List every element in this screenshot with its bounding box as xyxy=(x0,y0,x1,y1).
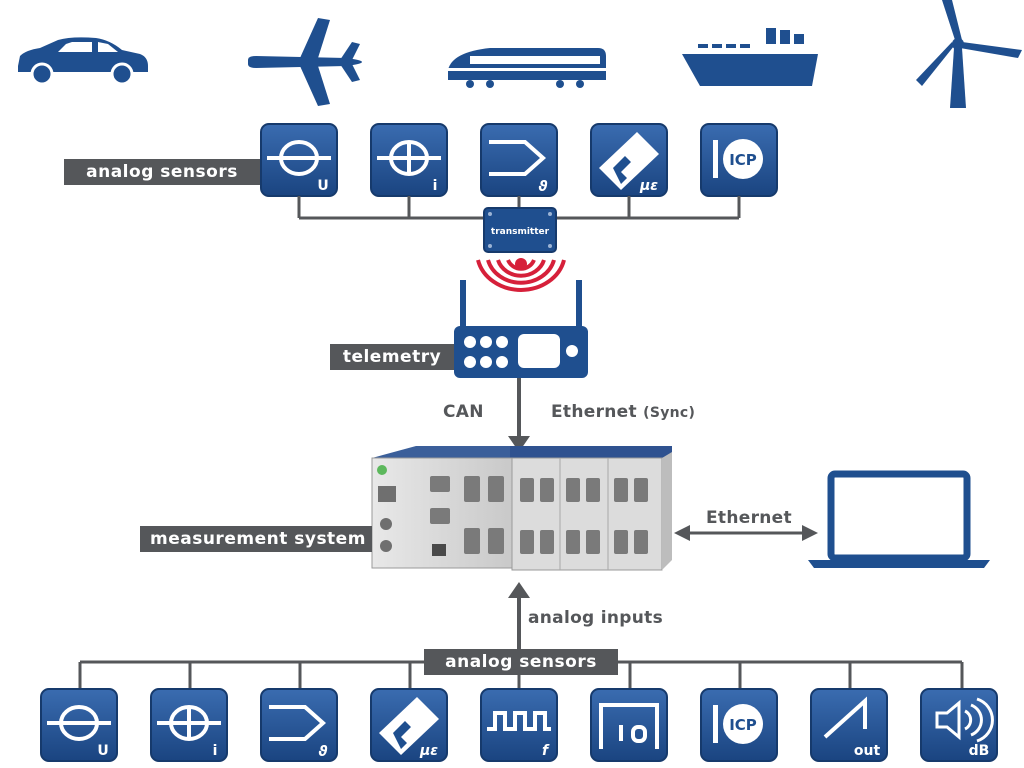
voltage-symbol: U xyxy=(317,178,328,194)
voltage-icon xyxy=(47,705,111,741)
strain-gauge-icon xyxy=(599,132,659,190)
sensor-tile-strain-bottom: με xyxy=(370,688,448,762)
temperature-symbol: ϑ xyxy=(318,744,328,760)
temperature-symbol: ϑ xyxy=(538,179,548,195)
frequency-symbol: f xyxy=(542,743,550,759)
telemetry-receiver-icon xyxy=(454,280,588,378)
ethernet-text: Ethernet xyxy=(551,402,637,422)
current-symbol: i xyxy=(433,178,438,194)
analog-inputs-label: analog inputs xyxy=(528,608,663,628)
voltage-symbol: U xyxy=(97,743,108,759)
strain-symbol: με xyxy=(419,743,438,759)
current-icon xyxy=(377,140,441,176)
digital-io-icon xyxy=(599,703,659,749)
airplane-icon xyxy=(248,18,362,106)
speaker-icon xyxy=(935,697,994,743)
ship-icon xyxy=(682,28,818,86)
radio-source-dot xyxy=(515,258,527,270)
temperature-icon xyxy=(269,705,327,741)
strain-symbol: με xyxy=(639,178,658,194)
transmitter-device: transmitter xyxy=(483,207,557,253)
icp-symbol: ICP xyxy=(729,151,757,169)
car-icon xyxy=(18,37,148,86)
sensor-tile-sound-bottom: dB xyxy=(920,688,998,762)
ramp-output-icon xyxy=(823,696,867,739)
ethernet-sync-label: Ethernet (Sync) xyxy=(551,402,695,422)
sensor-tile-temperature-top: ϑ xyxy=(480,123,558,197)
sensor-tile-icp-top: ICP xyxy=(700,123,778,197)
ethernet-laptop-link xyxy=(674,525,818,541)
analog-sensors-top-label: analog sensors xyxy=(64,159,260,185)
current-icon xyxy=(157,705,221,741)
temperature-icon xyxy=(489,140,547,176)
sensor-tile-frequency-bottom: f xyxy=(480,688,558,762)
sensor-tile-output-bottom: out xyxy=(810,688,888,762)
strain-gauge-icon xyxy=(379,697,439,755)
sync-text: (Sync) xyxy=(643,405,696,421)
can-label: CAN xyxy=(443,402,484,422)
icp-symbol: ICP xyxy=(729,716,757,734)
laptop-icon xyxy=(808,470,990,568)
sensor-tile-icp-bottom: ICP xyxy=(700,688,778,762)
sensor-tile-current-bottom: i xyxy=(150,688,228,762)
wind-turbine-icon xyxy=(916,0,1022,108)
train-icon xyxy=(448,48,606,88)
analog-sensors-bottom-label: analog sensors xyxy=(424,649,618,675)
output-symbol: out xyxy=(854,743,881,759)
telemetry-label: telemetry xyxy=(330,344,454,370)
icp-icon xyxy=(713,704,763,744)
icp-icon xyxy=(713,139,763,179)
measurement-system-device xyxy=(371,446,672,571)
current-symbol: i xyxy=(213,743,218,759)
sensor-tile-voltage-top: U xyxy=(260,123,338,197)
sensor-tile-strain-top: με xyxy=(590,123,668,197)
transmitter-label: transmitter xyxy=(491,227,550,237)
sensor-tile-temperature-bottom: ϑ xyxy=(260,688,338,762)
sensor-tile-current-top: i xyxy=(370,123,448,197)
pulse-wave-icon xyxy=(487,711,551,731)
sensor-tile-digital-bottom xyxy=(590,688,668,762)
sound-symbol: dB xyxy=(969,743,990,759)
measurement-system-label: measurement system xyxy=(140,526,372,552)
can-ethernet-link xyxy=(508,378,530,452)
ethernet-laptop-label: Ethernet xyxy=(706,508,792,528)
voltage-icon xyxy=(267,140,331,176)
sensor-tile-voltage-bottom: U xyxy=(40,688,118,762)
